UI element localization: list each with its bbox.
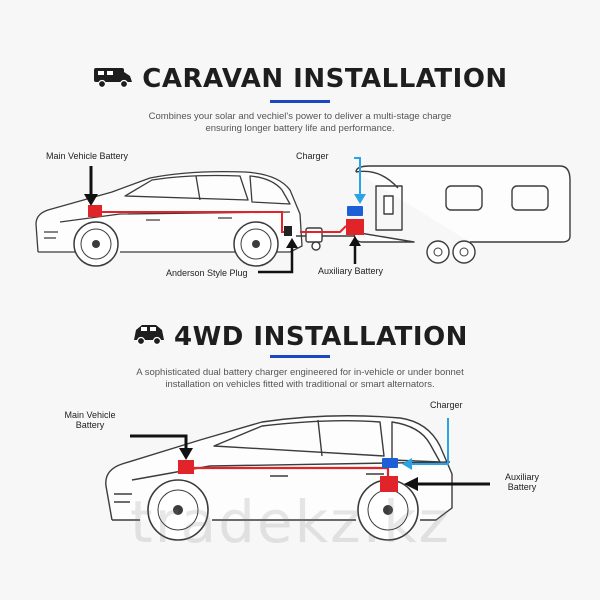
fourwd-aux-battery xyxy=(380,476,398,492)
fourwd-main-battery-label: Main Vehicle Battery xyxy=(52,410,128,430)
caravan-car-rear-wheel xyxy=(233,221,279,267)
caravan-description-line2: ensuring longer battery life and perform… xyxy=(205,122,395,134)
fourwd-main-battery-label-line1: Main Vehicle xyxy=(64,410,116,420)
fourwd-title-text: 4WD INSTALLATION xyxy=(174,322,468,352)
caravan-aux-battery-label: Auxiliary Battery xyxy=(318,266,384,276)
caravan-anderson-plug-label: Anderson Style Plug xyxy=(166,268,248,278)
caravan-charger-label: Charger xyxy=(296,151,329,161)
caravan-anderson-plug xyxy=(284,226,292,236)
fourwd-aux-battery-label-line1: Auxiliary xyxy=(504,472,539,482)
caravan-aux-battery xyxy=(346,219,364,235)
fourwd-charger xyxy=(382,458,398,468)
fourwd-charger-label: Charger xyxy=(430,400,463,410)
caravan-car-front-wheel xyxy=(73,221,119,267)
fourwd-rear-wheel xyxy=(357,479,419,541)
caravan-trailer-wheels xyxy=(426,240,476,264)
caravan-arrows xyxy=(84,157,366,274)
caravan-van-icon xyxy=(92,64,134,95)
fourwd-main-battery xyxy=(178,460,194,474)
caravan-description: Combines your solar and vechiel's power … xyxy=(60,111,540,134)
fourwd-description-line2: installation on vehicles fitted with tra… xyxy=(165,378,435,390)
fourwd-title: 4WD INSTALLATION xyxy=(0,322,600,353)
fourwd-description: A sophisticated dual battery charger eng… xyxy=(60,367,540,390)
caravan-main-battery xyxy=(88,205,102,217)
caravan-charger xyxy=(347,206,363,216)
caravan-title: CARAVAN INSTALLATION xyxy=(0,64,600,95)
fourwd-main-battery-label-line2: Battery xyxy=(75,420,105,430)
caravan-main-battery-label: Main Vehicle Battery xyxy=(46,151,129,161)
caravan-description-line1: Combines your solar and vechiel's power … xyxy=(148,111,452,122)
watermark: tradekz.kz xyxy=(130,488,452,556)
caravan-trailer xyxy=(353,165,571,243)
suv-icon xyxy=(132,322,166,353)
caravan-title-underline xyxy=(270,100,330,103)
fourwd-aux-battery-label: Auxiliary Battery xyxy=(494,472,550,492)
caravan-title-text: CARAVAN INSTALLATION xyxy=(142,64,508,94)
fourwd-title-underline xyxy=(270,355,330,358)
fourwd-description-line1: A sophisticated dual battery charger eng… xyxy=(136,367,464,378)
fourwd-aux-battery-label-line2: Battery xyxy=(507,482,537,492)
fourwd-arrows xyxy=(130,418,490,491)
fourwd-front-wheel xyxy=(147,479,209,541)
